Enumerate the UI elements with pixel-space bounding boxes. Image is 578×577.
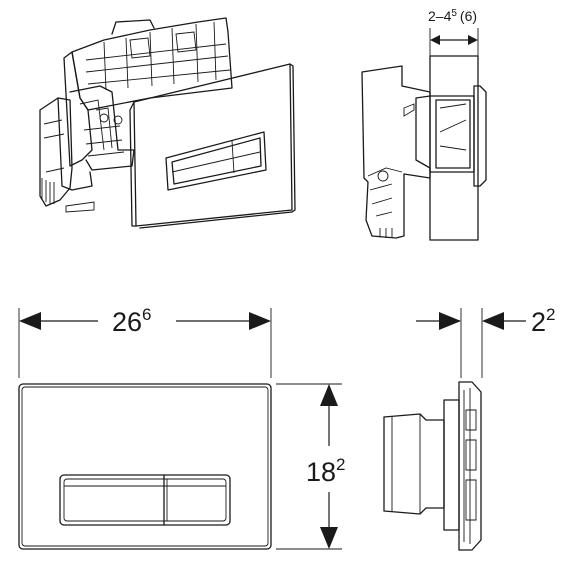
isometric-view (39, 17, 296, 229)
dual-flush-buttons (59, 474, 231, 526)
flush-plate-isometric (129, 63, 296, 229)
flush-plate-front (18, 383, 272, 550)
buttons-isometric (165, 131, 267, 191)
height-dimension: 182 (276, 383, 346, 550)
section-view: 2–45(6) (361, 8, 487, 241)
depth-label: 22 (531, 305, 556, 337)
front-view: 266 182 (18, 305, 346, 550)
width-dimension: 266 (18, 305, 272, 378)
wall-thickness-dimension: 2–45(6) (428, 8, 479, 56)
mounting-frame (39, 17, 233, 213)
width-label: 266 (112, 305, 152, 337)
height-label: 182 (306, 455, 346, 487)
depth-dimension: 22 (416, 305, 556, 378)
side-view: 22 (383, 305, 556, 551)
wall-range-label: 2–45(6) (428, 8, 477, 24)
